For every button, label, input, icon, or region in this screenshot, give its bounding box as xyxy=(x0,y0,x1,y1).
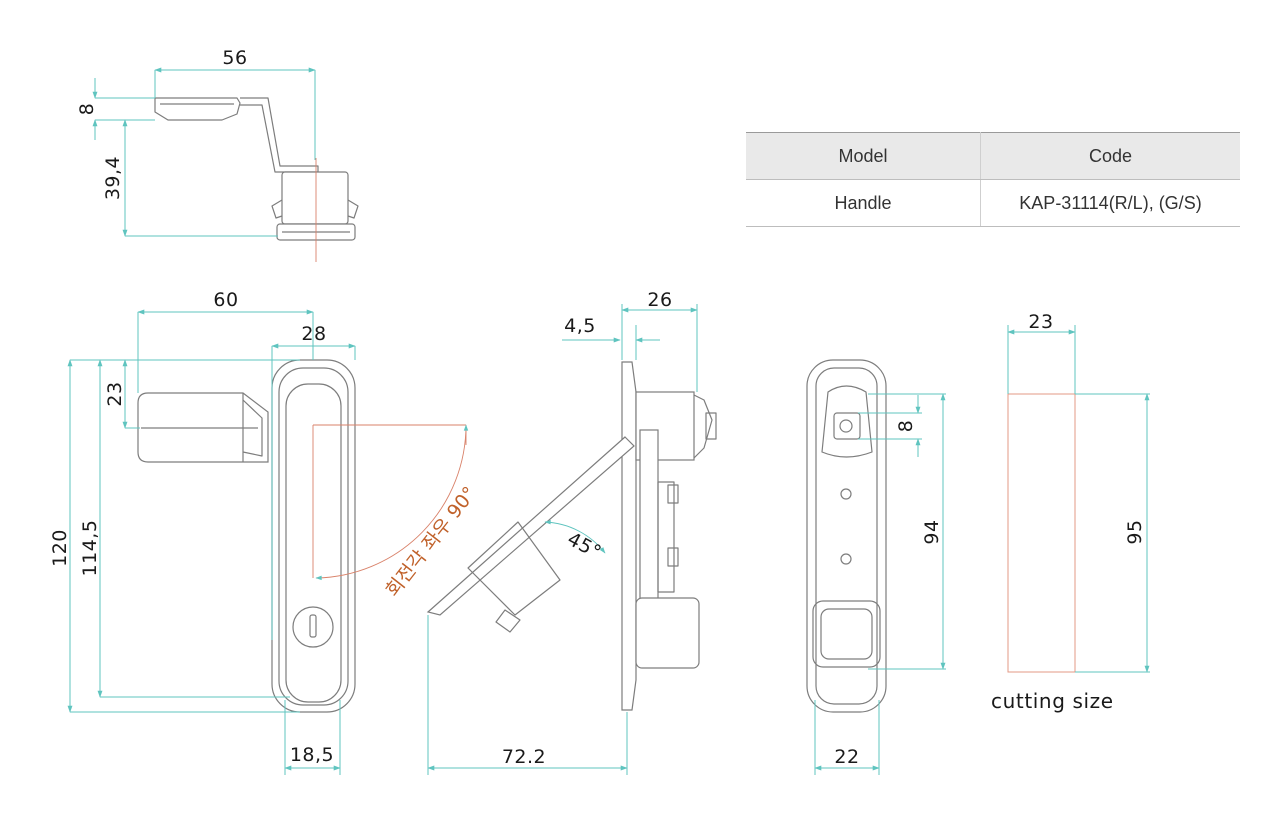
front-body xyxy=(271,359,356,713)
front-handle-grip xyxy=(285,383,342,703)
cutout-outline xyxy=(1007,393,1076,673)
dim-front-handle-offset: 23 xyxy=(104,381,126,406)
dim-front-height: 114,5 xyxy=(79,520,101,577)
table-row: Handle KAP-31114(R/L), (G/S) xyxy=(746,179,1240,227)
side-open-handle xyxy=(426,436,635,616)
dim-top-thickness: 8 xyxy=(76,103,98,116)
back-cam xyxy=(821,385,873,458)
cutout-view xyxy=(1007,325,1150,673)
dim-front-total-height: 120 xyxy=(49,529,71,567)
dim-front-width: 60 xyxy=(213,289,238,311)
header-code: Code xyxy=(980,132,1240,180)
front-view xyxy=(67,309,469,775)
dim-back-height: 94 xyxy=(921,519,943,544)
cell-code: KAP-31114(R/L), (G/S) xyxy=(980,179,1240,227)
cutting-size-label: cutting size xyxy=(991,689,1114,713)
side-view xyxy=(426,304,717,775)
top-lock-body xyxy=(281,171,349,225)
back-latch xyxy=(812,600,881,668)
cell-model: Handle xyxy=(746,179,981,227)
header-model: Model xyxy=(746,132,981,180)
back-hole-upper xyxy=(840,488,852,500)
top-handle-arm xyxy=(240,97,319,173)
spec-table-header: Model Code xyxy=(746,132,1240,180)
side-plate xyxy=(621,361,637,711)
side-spine xyxy=(639,429,659,607)
back-view xyxy=(806,359,946,775)
top-handle-paddle xyxy=(154,97,241,121)
back-square-drive xyxy=(833,412,861,440)
dim-front-body-width: 28 xyxy=(301,323,326,345)
dim-side-depth: 26 xyxy=(647,289,672,311)
front-keyhole xyxy=(292,606,334,648)
dim-top-width: 56 xyxy=(222,47,247,69)
back-body xyxy=(806,359,887,713)
side-lock-lower xyxy=(635,597,700,669)
dim-cut-width: 23 xyxy=(1028,311,1053,333)
spec-table: Model Code Handle KAP-31114(R/L), (G/S) xyxy=(746,132,1240,227)
dim-side-plate: 4,5 xyxy=(564,315,596,337)
top-view xyxy=(92,67,359,262)
dim-cut-height: 95 xyxy=(1124,519,1146,544)
dim-side-open-reach: 72.2 xyxy=(502,746,546,768)
dim-top-height: 39,4 xyxy=(102,156,124,200)
dim-back-width: 22 xyxy=(834,746,859,768)
dim-side-angle: 45° xyxy=(564,528,605,564)
dim-front-bottom-width: 18,5 xyxy=(290,744,334,766)
back-hole-lower xyxy=(840,553,852,565)
dim-back-square: 8 xyxy=(895,420,917,433)
